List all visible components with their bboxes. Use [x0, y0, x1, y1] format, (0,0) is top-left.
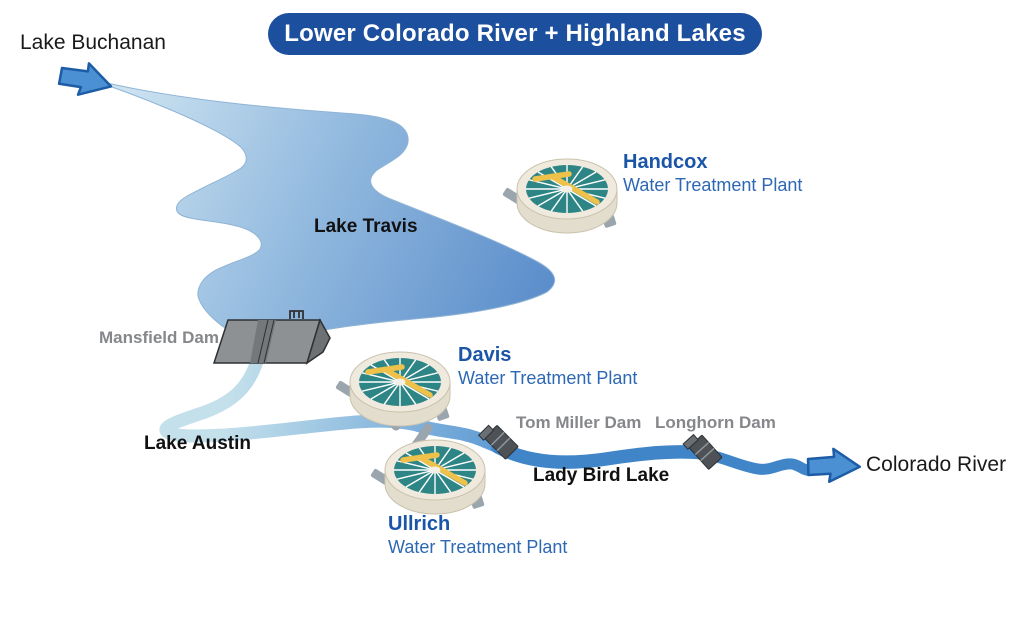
longhorn-dam-label: Longhorn Dam — [655, 413, 776, 432]
lake-austin-label: Lake Austin — [144, 433, 251, 454]
inflow-arrow-icon — [57, 62, 113, 96]
handcox-plant-label: Handcox Water Treatment Plant — [623, 151, 802, 197]
handcox-plant-icon — [502, 159, 617, 233]
lake-buchanan-label: Lake Buchanan — [20, 31, 166, 54]
lady-bird-lake-river — [491, 440, 711, 469]
plant-subtitle-label: Water Treatment Plant — [458, 368, 638, 388]
plant-name-label: Ullrich — [388, 513, 451, 535]
lake-travis-label: Lake Travis — [314, 216, 418, 237]
plant-name-label: Davis — [458, 344, 512, 366]
ullrich-plant-label: Ullrich Water Treatment Plant — [388, 513, 567, 559]
davis-plant-label: Davis Water Treatment Plant — [458, 344, 637, 390]
lady-bird-lake-label: Lady Bird Lake — [533, 465, 670, 486]
lake-travis-shape — [85, 77, 556, 335]
ullrich-plant-icon — [370, 440, 485, 514]
mansfield-dam-label: Mansfield Dam — [99, 328, 219, 347]
plant-subtitle-label: Water Treatment Plant — [388, 537, 568, 557]
tom-miller-dam-label: Tom Miller Dam — [516, 413, 642, 432]
plant-subtitle-label: Water Treatment Plant — [623, 175, 803, 195]
mansfield-dam-icon — [212, 310, 331, 365]
lake-austin-stream — [159, 351, 503, 453]
davis-plant-icon — [335, 352, 450, 426]
colorado-river-label: Colorado River — [866, 453, 1007, 476]
plant-name-label: Handcox — [623, 151, 708, 173]
outflow-arrow-icon — [806, 447, 862, 484]
colorado-river-stream — [700, 448, 818, 476]
title-banner: Lower Colorado River + Highland Lakes — [268, 13, 762, 55]
